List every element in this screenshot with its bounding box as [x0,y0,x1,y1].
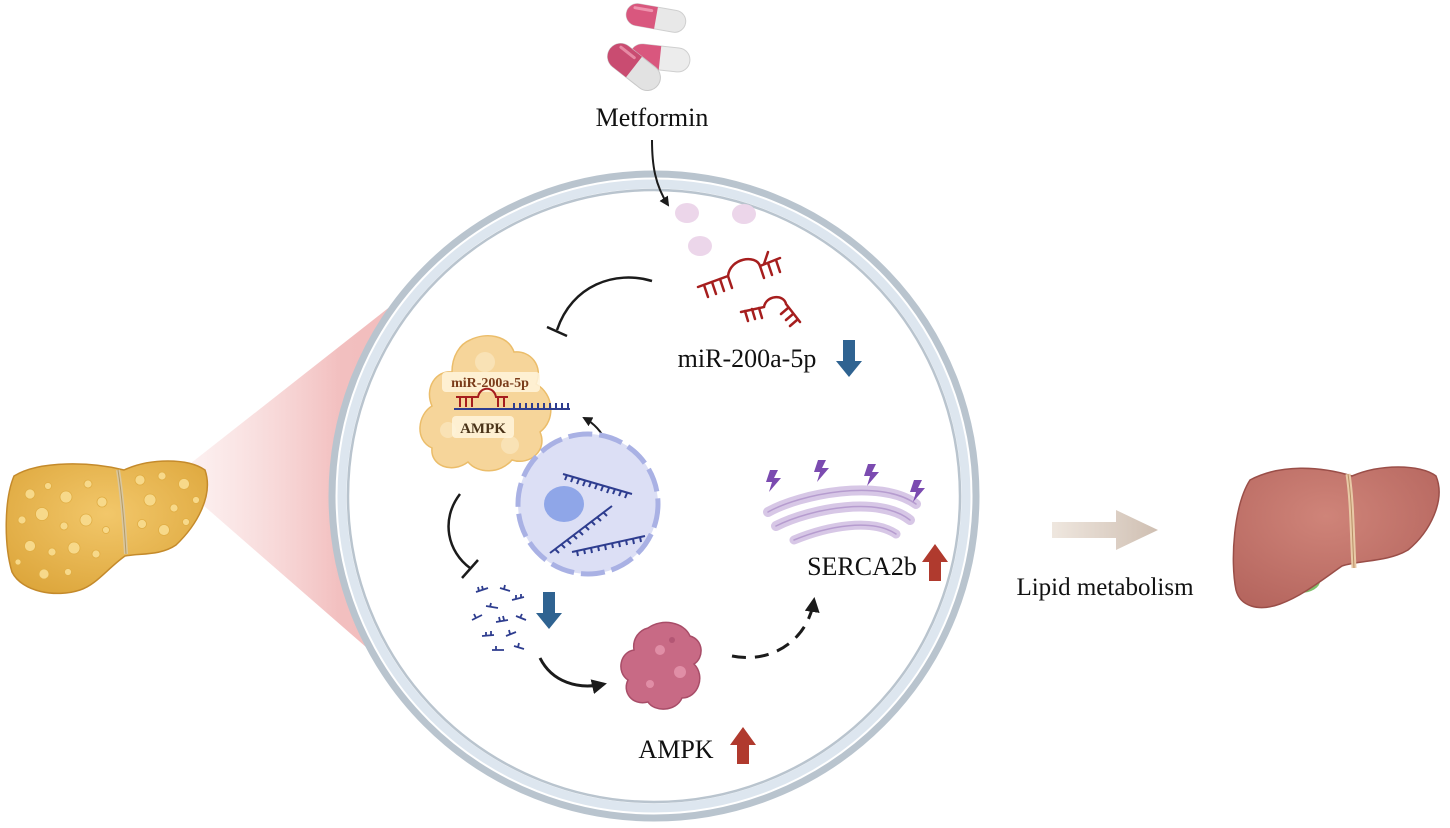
serca-up-arrow [922,544,948,581]
ampk-protein [620,621,702,710]
degradation-inhibition-arc [447,493,471,570]
endoplasmic-reticulum-icon [763,485,921,545]
complex-mirna-label: miR-200a-5p [451,376,529,391]
inhibition-bar-top [546,325,568,338]
ampk-mrna-down-arrow [536,592,562,629]
metformin-particles [675,203,756,256]
complex-mirna-strand [456,387,508,407]
inhibition-bar-bottom [461,559,479,579]
complex-label-bg [442,372,540,392]
mirna-label: miR-200a-5p [678,344,817,373]
outcome-label: Lipid metabolism [1016,574,1194,601]
serca-label: SERCA2b [807,552,917,581]
mirna-down-arrow [836,340,862,377]
nucleus-icon [515,431,661,577]
degraded-mrna-fragments [471,584,527,651]
protein-blob-icon [419,335,552,472]
translation-arrow [538,657,607,695]
fatty-liver-icon [5,460,209,595]
rna-hairpin-icon [696,250,802,328]
complex-mrna-strand [454,403,570,410]
activation-dashed-arrow [731,597,820,659]
healthy-liver-icon [1232,466,1440,609]
capsule-icon [607,3,691,91]
lightning-icon [766,460,925,502]
drug-label: Metformin [596,103,709,132]
mirna-inhibition-arc [555,276,653,331]
complex-target-bg [452,416,514,438]
outcome-arrow [1052,510,1158,550]
drug-uptake-arrow [651,139,670,207]
ampk-label: AMPK [638,735,713,764]
complex-target-label: AMPK [460,421,506,437]
ampk-up-arrow [730,727,756,764]
